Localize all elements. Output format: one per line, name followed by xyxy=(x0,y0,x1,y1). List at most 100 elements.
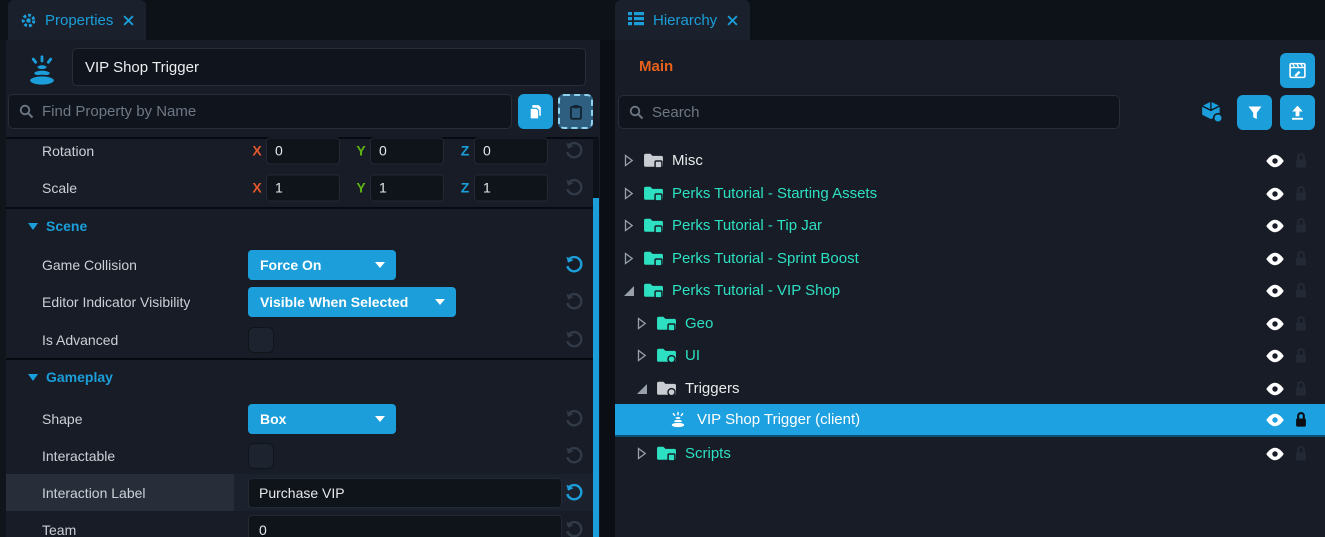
search-icon xyxy=(19,104,34,119)
tree-row-tip-jar[interactable]: Perks Tutorial - Tip Jar xyxy=(615,209,1325,242)
expand-arrow-icon[interactable] xyxy=(621,154,637,167)
chevron-down-icon xyxy=(375,261,385,268)
eye-icon[interactable] xyxy=(1265,317,1285,331)
tree-row-misc[interactable]: Misc xyxy=(615,144,1325,177)
property-row-rotation: Rotation X Y Z xyxy=(6,132,598,169)
rotation-z-input[interactable] xyxy=(474,137,548,164)
interaction-label-input[interactable] xyxy=(248,477,562,508)
lock-icon[interactable] xyxy=(1294,380,1308,397)
chevron-down-icon xyxy=(28,373,38,381)
filter-button[interactable] xyxy=(1237,95,1272,130)
game-collision-dropdown[interactable]: Force On xyxy=(248,249,396,280)
lock-icon[interactable] xyxy=(1294,250,1308,267)
rotation-y-input[interactable] xyxy=(370,137,444,164)
networked-folder-icon xyxy=(643,282,664,299)
group-mode-cube-icon[interactable] xyxy=(1200,100,1224,124)
object-name-input[interactable] xyxy=(72,48,586,86)
tree-row-vip-shop-trigger[interactable]: VIP Shop Trigger (client) xyxy=(615,404,1325,437)
expand-arrow-icon[interactable] xyxy=(621,187,637,200)
tree-row-vip-shop[interactable]: Perks Tutorial - VIP Shop xyxy=(615,274,1325,307)
reset-icon[interactable] xyxy=(564,141,584,161)
tree-item-label: Misc xyxy=(672,152,703,169)
shape-dropdown[interactable]: Box xyxy=(248,403,396,434)
scale-z-input[interactable] xyxy=(474,174,548,201)
interactable-checkbox[interactable] xyxy=(248,442,274,469)
eye-icon[interactable] xyxy=(1265,284,1285,298)
tree-row-starting-assets[interactable]: Perks Tutorial - Starting Assets xyxy=(615,177,1325,210)
eye-icon[interactable] xyxy=(1265,219,1285,233)
property-search-input[interactable] xyxy=(42,103,501,120)
lock-icon[interactable] xyxy=(1294,217,1308,234)
tree-item-label: Perks Tutorial - Sprint Boost xyxy=(672,250,859,267)
axis-x-label: X xyxy=(252,179,262,196)
tree-item-label: Perks Tutorial - VIP Shop xyxy=(672,282,841,299)
expand-arrow-icon[interactable] xyxy=(621,219,637,232)
editor-indicator-label: Editor Indicator Visibility xyxy=(42,293,191,310)
tree-row-scripts[interactable]: Scripts xyxy=(615,437,1325,470)
section-scene[interactable]: Scene xyxy=(6,210,598,242)
expand-arrow-icon[interactable] xyxy=(621,252,637,265)
lock-icon[interactable] xyxy=(1294,347,1308,364)
section-gameplay[interactable]: Gameplay xyxy=(6,361,598,393)
property-row-interaction-label: Interaction Label xyxy=(6,474,598,511)
reset-icon[interactable] xyxy=(564,409,584,429)
is-advanced-checkbox[interactable] xyxy=(248,326,274,353)
reset-icon[interactable] xyxy=(564,178,584,198)
tab-properties[interactable]: Properties xyxy=(8,0,147,40)
export-button[interactable] xyxy=(1280,95,1315,130)
property-row-shape: Shape Box xyxy=(6,400,598,437)
collapse-arrow-icon[interactable] xyxy=(621,285,637,297)
tab-hierarchy[interactable]: Hierarchy xyxy=(615,0,751,40)
eye-icon[interactable] xyxy=(1265,252,1285,266)
tree-row-triggers[interactable]: Triggers xyxy=(615,372,1325,405)
reset-icon[interactable] xyxy=(564,446,584,466)
eye-icon[interactable] xyxy=(1265,154,1285,168)
eye-icon[interactable] xyxy=(1265,349,1285,363)
lock-icon[interactable] xyxy=(1294,315,1308,332)
lock-icon[interactable] xyxy=(1294,411,1308,428)
tab-bar: Properties Hierarchy xyxy=(0,0,1325,40)
team-input[interactable] xyxy=(248,514,562,537)
lock-icon[interactable] xyxy=(1294,185,1308,202)
expand-arrow-icon[interactable] xyxy=(634,317,650,330)
tree-item-label: Triggers xyxy=(685,380,740,397)
reset-icon[interactable] xyxy=(564,520,584,537)
scale-label: Scale xyxy=(42,179,78,196)
scale-y-input[interactable] xyxy=(370,174,444,201)
tree-row-sprint-boost[interactable]: Perks Tutorial - Sprint Boost xyxy=(615,242,1325,275)
eye-icon[interactable] xyxy=(1265,413,1285,427)
eye-icon[interactable] xyxy=(1265,187,1285,201)
scenes-button[interactable] xyxy=(1280,53,1315,88)
lock-icon[interactable] xyxy=(1294,152,1308,169)
expand-arrow-icon[interactable] xyxy=(634,349,650,362)
property-row-team: Team xyxy=(6,511,598,537)
reset-icon[interactable] xyxy=(564,292,584,312)
search-icon xyxy=(629,105,644,120)
reset-icon[interactable] xyxy=(564,330,584,350)
expand-arrow-icon[interactable] xyxy=(634,447,650,460)
lock-icon[interactable] xyxy=(1294,282,1308,299)
lock-icon[interactable] xyxy=(1294,445,1308,462)
highlighted-label-cell xyxy=(6,474,234,511)
reset-icon[interactable] xyxy=(564,483,584,503)
editor-indicator-dropdown[interactable]: Visible When Selected xyxy=(248,286,456,317)
scrollbar-thumb[interactable] xyxy=(593,198,599,537)
reset-icon[interactable] xyxy=(564,255,584,275)
scale-x-input[interactable] xyxy=(266,174,340,201)
hierarchy-search-input[interactable] xyxy=(652,103,1109,121)
rotation-x-input[interactable] xyxy=(266,137,340,164)
folder-icon xyxy=(643,152,664,169)
tree-row-geo[interactable]: Geo xyxy=(615,307,1325,340)
properties-scrollbar[interactable] xyxy=(593,138,599,537)
eye-icon[interactable] xyxy=(1265,447,1285,461)
hierarchy-list-icon xyxy=(627,11,645,29)
tree-item-label: Perks Tutorial - Starting Assets xyxy=(672,185,878,202)
tree-row-ui[interactable]: UI xyxy=(615,339,1325,372)
eye-icon[interactable] xyxy=(1265,382,1285,396)
paste-properties-button[interactable] xyxy=(558,94,593,129)
close-icon[interactable] xyxy=(123,14,134,26)
copy-properties-button[interactable] xyxy=(518,94,553,129)
collapse-arrow-icon[interactable] xyxy=(634,383,650,395)
axis-y-label: Y xyxy=(356,142,366,159)
close-icon[interactable] xyxy=(727,14,738,26)
